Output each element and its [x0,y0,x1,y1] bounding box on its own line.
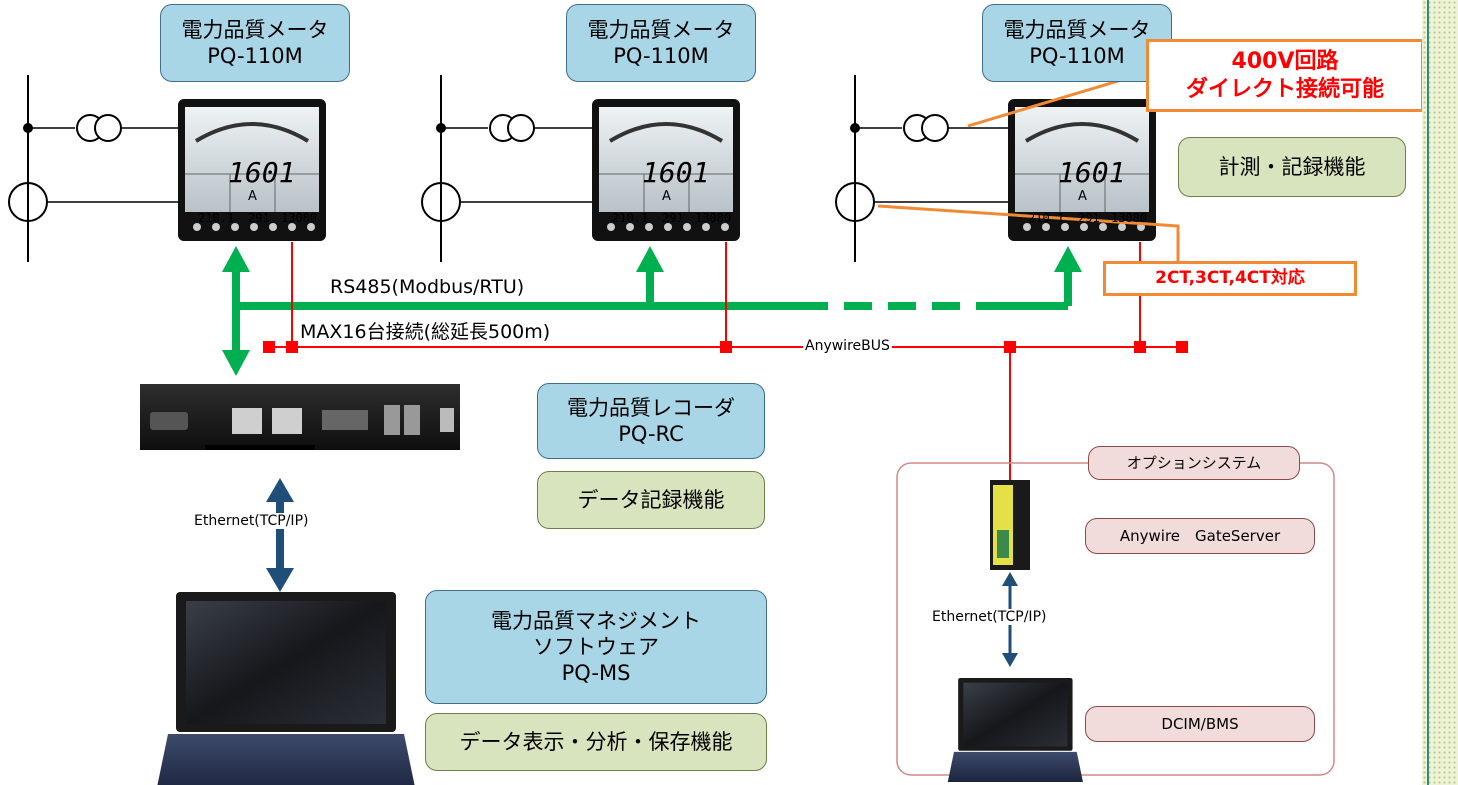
ct-symbol-2 [489,114,535,142]
measure-feature-text: 計測・記録機能 [1218,154,1366,179]
meter-2-value: 1601 [642,156,710,189]
option-title-box: オプションシステム [1088,446,1300,480]
recorder-feature-box: データ記録機能 [537,471,765,529]
meter-title-box-1: 電力品質メータ PQ-110M [160,4,350,82]
software-model: PQ-MS [561,661,631,686]
recorder-box: 電力品質レコーダ PQ-RC [537,383,765,459]
recorder-model: PQ-RC [618,422,684,446]
rs485-label: RS485(Modbus/RTU) [330,276,525,298]
direct-connect-line2: ダイレクト接続可能 [1185,76,1384,102]
recorder-device [140,384,460,450]
meter-3-sub-1: 210.1 [1028,211,1065,225]
meter-2-sub-3: 13080 [695,211,732,225]
meter-3-title: 電力品質メータ [1003,17,1151,42]
meter-title-box-3: 電力品質メータ PQ-110M [982,4,1172,82]
software-feature-text: データ表示・分析・保存機能 [459,729,733,754]
meter-2-model: PQ-110M [613,44,709,68]
meter-1-value: 1601 [228,156,296,189]
rs485-max-label: MAX16台接続(総延長500m) [300,321,551,343]
meter-2-sub-2: 291 [662,211,684,225]
recorder-title: 電力品質レコーダ [567,395,735,420]
ct-callout-text: 2CT,3CT,4CT対応 [1155,267,1305,288]
ct-callout: 2CT,3CT,4CT対応 [1103,261,1357,296]
meter-1-unit: A [248,189,257,204]
dcim-box: DCIM/BMS [1085,706,1315,742]
meter-1-title: 電力品質メータ [181,17,329,42]
laptop-main [156,592,416,785]
meter-2-title: 電力品質メータ [587,17,735,42]
meter-1-sub-2: 291 [248,211,270,225]
meter-3-sub-3: 13080 [1111,211,1148,225]
measure-feature-box: 計測・記録機能 [1178,137,1406,197]
meter-1-sub-1: 210.1 [198,211,235,225]
vt-symbol-3 [835,182,875,222]
ct-symbol-3 [903,114,949,142]
software-feature-box: データ表示・分析・保存機能 [425,713,767,771]
meter-1-model: PQ-110M [207,44,303,68]
option-ethernet-label: Ethernet(TCP/IP) [930,609,1049,625]
laptop-option [947,678,1083,782]
vt-symbol-2 [421,182,461,222]
software-line2: ソフトウェア [533,634,659,659]
meter-3-value: 1601 [1058,156,1126,189]
gateway-device [990,480,1030,570]
meter-2-sub-1: 210.1 [612,211,649,225]
option-title: オプションシステム [1126,453,1262,472]
gateway-label: Anywire GateServer [1119,526,1281,545]
side-divider-line [1427,0,1429,785]
anywirebus-label: AnywireBUS [803,338,892,354]
direct-connect-line1: 400V回路 [1231,49,1339,74]
meter-2-unit: A [662,189,671,204]
recorder-feature-text: データ記録機能 [577,487,725,512]
software-box: 電力品質マネジメント ソフトウェア PQ-MS [425,590,767,704]
meter-title-box-2: 電力品質メータ PQ-110M [566,4,756,82]
meter-3-unit: A [1078,189,1087,204]
meter-1-sub-3: 13080 [281,211,318,225]
vt-symbol-1 [8,182,48,222]
meter-3-sub-2: 291 [1078,211,1100,225]
direct-connect-callout: 400V回路 ダイレクト接続可能 [1146,39,1424,112]
ethernet-label: Ethernet(TCP/IP) [192,513,311,529]
software-line1: 電力品質マネジメント [491,608,701,633]
ct-symbol-1 [76,114,122,142]
gateway-box: Anywire GateServer [1085,518,1315,554]
meter-3-model: PQ-110M [1029,44,1125,68]
dcim-label: DCIM/BMS [1161,714,1239,733]
